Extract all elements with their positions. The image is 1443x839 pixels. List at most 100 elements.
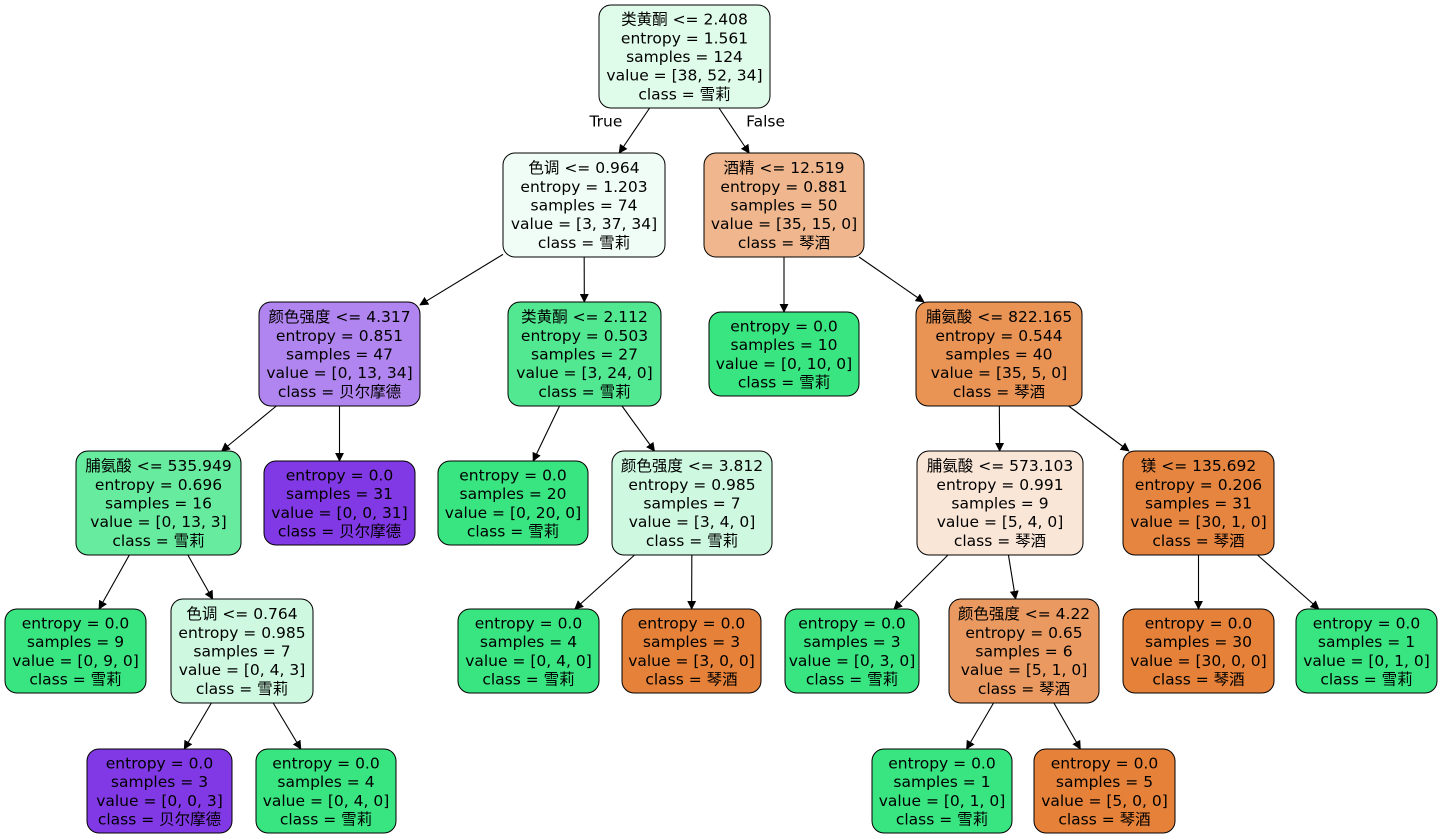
- tree-node-line: value = [0, 0, 3]: [96, 792, 223, 810]
- tree-node-box: [437, 460, 589, 546]
- tree-edge: [419, 253, 504, 306]
- tree-node-line: value = [0, 4, 3]: [179, 661, 306, 679]
- tree-edge: [1007, 554, 1019, 600]
- tree-node-line: samples = 47: [286, 346, 393, 364]
- tree-node-box: [598, 4, 771, 109]
- tree-node-line: value = [0, 10, 0]: [716, 355, 852, 373]
- tree-edge: [618, 107, 651, 154]
- tree-node-line: value = [3, 0, 0]: [628, 652, 755, 670]
- tree-node-line: 颜色强度 <= 3.812: [621, 457, 763, 475]
- tree-node-line: samples = 16: [105, 495, 212, 513]
- tree-node-line: samples = 1: [893, 773, 990, 791]
- tree-node-line: entropy = 0.0: [798, 614, 905, 632]
- tree-node-line: class = 雪莉: [112, 532, 204, 550]
- tree-edge: [220, 405, 277, 452]
- tree-node-line: value = [3, 4, 0]: [629, 513, 756, 531]
- tree-node-line: entropy = 0.0: [730, 317, 837, 335]
- tree-node-line: samples = 3: [111, 773, 208, 791]
- tree-node-line: samples = 4: [480, 633, 577, 651]
- tree-node-line: 颜色强度 <= 4.22: [958, 605, 1090, 623]
- tree-node-box: [611, 450, 773, 556]
- tree-node-line: value = [0, 13, 34]: [266, 364, 412, 382]
- tree-node-box: [502, 152, 666, 258]
- tree-node-box: [170, 598, 314, 704]
- tree-node-line: value = [0, 4, 0]: [465, 652, 592, 670]
- tree-node-line: value = [5, 0, 0]: [1041, 792, 1168, 810]
- tree-node-box: [708, 311, 860, 397]
- tree-node-line: samples = 4: [277, 773, 374, 791]
- tree-node-box: [457, 608, 600, 694]
- tree-node-line: value = [0, 0, 31]: [271, 504, 407, 522]
- tree-node-line: value = [5, 4, 0]: [937, 513, 1064, 531]
- tree-node-line: entropy = 0.0: [1051, 754, 1158, 772]
- tree-node-line: entropy = 0.985: [178, 624, 305, 642]
- tree-node-line: entropy = 0.206: [1135, 476, 1262, 494]
- tree-node-line: samples = 9: [27, 633, 124, 651]
- tree-edge: [1257, 554, 1320, 610]
- tree-node-box: [703, 152, 865, 258]
- tree-node-line: entropy = 0.0: [22, 614, 129, 632]
- tree-edge: [718, 107, 750, 154]
- tree-node-line: samples = 40: [946, 346, 1053, 364]
- tree-node-line: samples = 6: [975, 643, 1072, 661]
- tree-node-line: class = 雪莉: [280, 811, 372, 829]
- tree-node-line: entropy = 0.0: [1145, 614, 1252, 632]
- tree-node-line: entropy = 0.851: [276, 327, 403, 345]
- tree-node-line: class = 雪莉: [196, 680, 288, 698]
- tree-node-box: [263, 460, 416, 546]
- tree-node-line: 类黄酮 <= 2.112: [521, 308, 648, 326]
- tree-node-box: [621, 608, 762, 694]
- tree-edge: [574, 554, 635, 610]
- tree-node-line: entropy = 0.985: [628, 476, 755, 494]
- tree-node-line: class = 琴酒: [1152, 532, 1244, 550]
- tree-node-line: samples = 10: [731, 336, 838, 354]
- tree-node-line: class = 琴酒: [978, 680, 1070, 698]
- tree-node-line: value = [0, 9, 0]: [12, 652, 139, 670]
- tree-node-line: value = [35, 5, 0]: [931, 364, 1067, 382]
- tree-node-line: class = 雪莉: [806, 671, 898, 689]
- tree-node-line: value = [3, 37, 34]: [511, 215, 657, 233]
- tree-node-line: entropy = 0.0: [888, 754, 995, 772]
- tree-node-line: value = [0, 1, 0]: [879, 792, 1006, 810]
- tree-node-line: value = [35, 15, 0]: [711, 215, 857, 233]
- tree-node-line: value = [5, 1, 0]: [961, 661, 1088, 679]
- tree-node-box: [86, 748, 233, 834]
- tree-node-line: value = [38, 52, 34]: [606, 67, 762, 85]
- tree-edge: [98, 554, 130, 610]
- tree-node-line: 脯氨酸 <= 535.949: [85, 457, 231, 475]
- tree-node-line: entropy = 1.203: [520, 178, 647, 196]
- tree-node-line: samples = 124: [626, 48, 743, 66]
- tree-node-line: samples = 31: [286, 485, 393, 503]
- tree-node-line: class = 雪莉: [738, 374, 830, 392]
- tree-node-line: entropy = 0.0: [272, 754, 379, 772]
- tree-edge: [1053, 702, 1081, 750]
- tree-edge: [893, 554, 949, 610]
- tree-node-line: entropy = 0.0: [459, 466, 566, 484]
- tree-node-line: class = 琴酒: [1058, 811, 1150, 829]
- tree-node-line: value = [0, 3, 0]: [789, 652, 916, 670]
- tree-edge: [272, 702, 302, 750]
- tree-node-line: class = 雪莉: [646, 532, 738, 550]
- tree-node-line: class = 琴酒: [645, 671, 737, 689]
- tree-node-line: value = [3, 24, 0]: [516, 364, 652, 382]
- tree-node-box: [1033, 748, 1176, 834]
- tree-node-box: [75, 450, 242, 556]
- tree-edge: [1068, 405, 1130, 452]
